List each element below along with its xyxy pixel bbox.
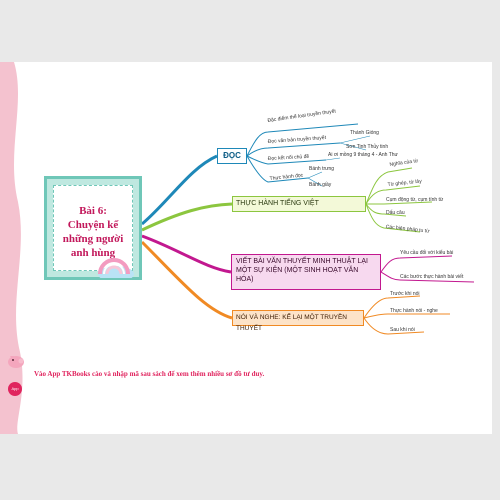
doc-item-2-sub-1: Thánh Gióng [350,130,379,136]
connector-viet [141,234,232,274]
pig-mascot-icon [8,356,24,368]
branch-noi-nghe: NÓI VÀ NGHE: KỂ LẠI MỘT TRUYỀN THUYẾT [232,310,364,332]
doc-item-4-sub-2: Bánh giầy [309,182,332,188]
footer-note: Vào App TKBooks cào và nhập mã sau sách … [34,370,265,378]
lesson-title: Bài 6: Chuyện kể những người anh hùng [62,205,124,259]
doc-item-3-sub-1: Ai ơi mồng 9 tháng 4 - Anh Thư [328,152,398,158]
page-badge: App [8,382,22,396]
branch-viet: VIẾT BÀI VĂN THUYẾT MINH THUẬT LẠI MỘT S… [231,254,381,290]
left-wave-decoration [0,62,23,434]
rainbow-icon [98,258,134,278]
nn-item-2: Thực hành nói - nghe [390,308,438,314]
connector-doc [141,154,218,226]
doc-item-2-sub-2: Sơn Tinh Thủy tinh [346,144,389,150]
viet-item-2: Các bước thực hành bài viết [400,274,464,280]
lesson-card-inner: Bài 6: Chuyện kể những người anh hùng [53,185,133,271]
viet-item-1: Yêu cầu đối với kiểu bài [400,250,454,256]
tv-item-4: Dấu câu [386,210,405,216]
nn-item-3: Sau khi nói [390,327,415,333]
branch-doc: ĐỌC [217,148,247,164]
connector-noi-nghe [140,240,233,320]
doc-item-4-sub-1: Bánh trưng [309,166,335,172]
tv-item-3: Cụm động từ, cụm tính từ [386,197,444,203]
connector-tieng-viet [141,202,233,232]
nn-item-1: Trước khi nói [390,291,420,297]
lesson-card: Bài 6: Chuyện kể những người anh hùng [44,176,142,280]
branch-tieng-viet: THỰC HÀNH TIẾNG VIỆT [232,196,366,212]
